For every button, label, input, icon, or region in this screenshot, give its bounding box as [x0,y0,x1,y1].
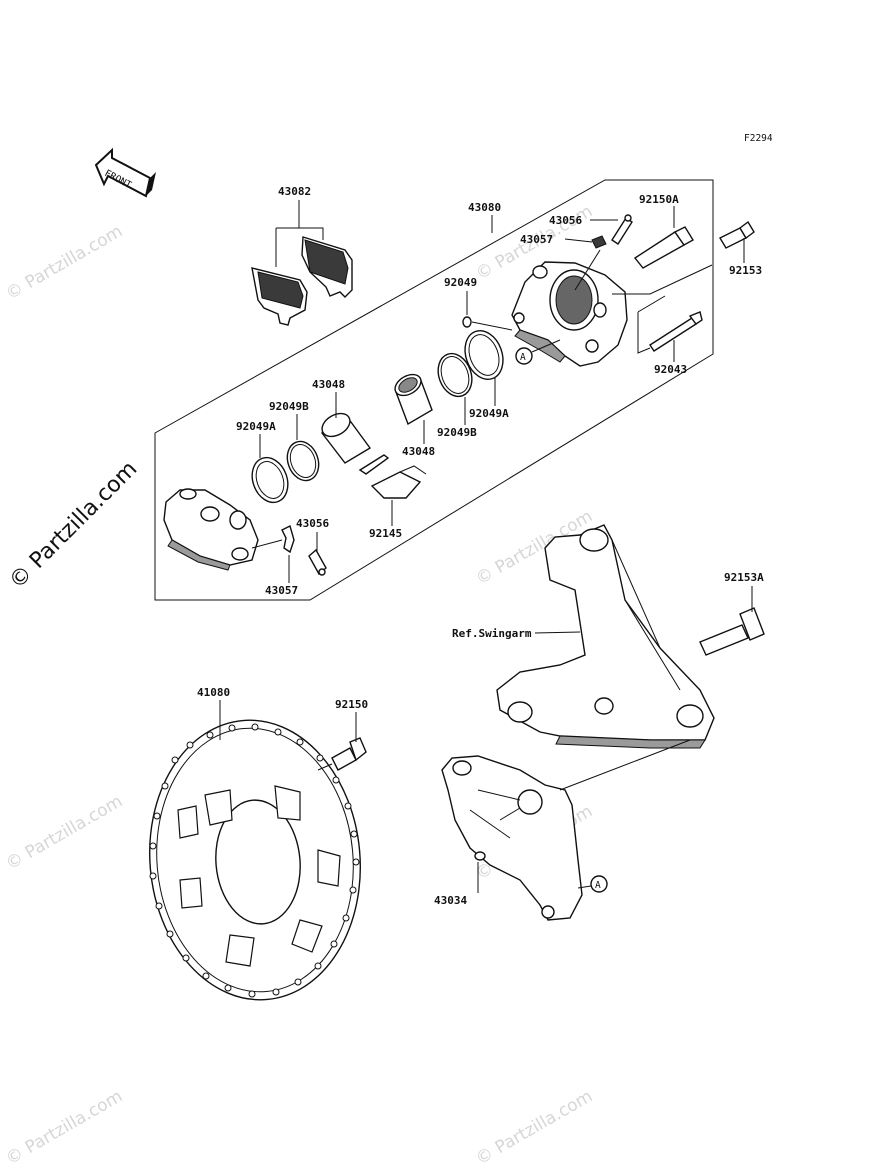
part-number-43080: 43080 [468,201,501,214]
part-number-92049B-left: 92049B [269,400,309,413]
caliper-bracket-43034 [441,755,583,921]
part-number-92049B-right: 92049B [437,426,477,439]
piston-43048-left [320,412,372,464]
seal-92049B-right [437,352,473,398]
caliper-bracket-upper [511,261,628,367]
brake-disc [148,719,362,1001]
part-number-43056-bottom: 43056 [296,517,329,530]
part-number-43034: 43034 [434,894,467,907]
part-number-92153A: 92153A [724,571,764,584]
part-number-92150A: 92150A [639,193,679,206]
bleeder-valve-top [611,214,633,245]
seal-92049B-left [286,440,320,482]
caliper-body [163,488,283,571]
part-number-43056-top: 43056 [549,214,582,227]
reference-a-marker-top: A [515,339,561,365]
watermark-text: © Partzilla.com [3,1086,127,1169]
bolt-92153A [699,607,765,656]
spring-92145 [358,454,427,499]
bleeder-cap-top [591,235,607,249]
pin-92150A [633,226,694,269]
front-arrow-icon: FRONT [94,147,156,198]
part-number-41080: 41080 [197,686,230,699]
part-number-92049: 92049 [444,276,477,289]
watermark-text: © Partzilla.com [473,1086,597,1169]
bleeder-valve-bottom [308,548,327,576]
part-number-92150: 92150 [335,698,368,711]
seal-92049A-left [251,456,289,504]
swingarm [496,524,715,749]
washer-92049 [462,316,472,328]
pin-92043 [649,311,703,352]
bleeder-cap-bottom [281,524,295,554]
piston-43048-right [394,373,433,426]
part-number-43057-top: 43057 [520,233,553,246]
part-number-92049A-right: 92049A [469,407,509,420]
figure-code: F2294 [744,133,773,144]
part-number-43057-bottom: 43057 [265,584,298,597]
part-number-43048-right: 43048 [402,445,435,458]
watermark-text: © Partzilla.com [3,221,127,304]
reference-a-marker-bottom: A [577,875,608,893]
caliper-assembly-outline [154,179,714,601]
part-number-92043: 92043 [654,363,687,376]
seal-92049A-right [464,330,504,380]
part-number-43048-left: 43048 [312,378,345,391]
part-number-92145: 92145 [369,527,402,540]
part-number-92049A-left: 92049A [236,420,276,433]
watermark-text: © Partzilla.com [3,791,127,874]
watermark-main: © Partzilla.com [5,457,143,595]
part-number-43082: 43082 [278,185,311,198]
bolt-92153 [719,220,755,249]
part-number-92153: 92153 [729,264,762,277]
bolt-92150 [331,737,367,771]
reference-a-top: A [520,352,526,363]
swingarm-reference: Ref.Swingarm [452,627,532,640]
reference-a-bottom: A [595,880,601,891]
brake-pads [251,200,353,326]
